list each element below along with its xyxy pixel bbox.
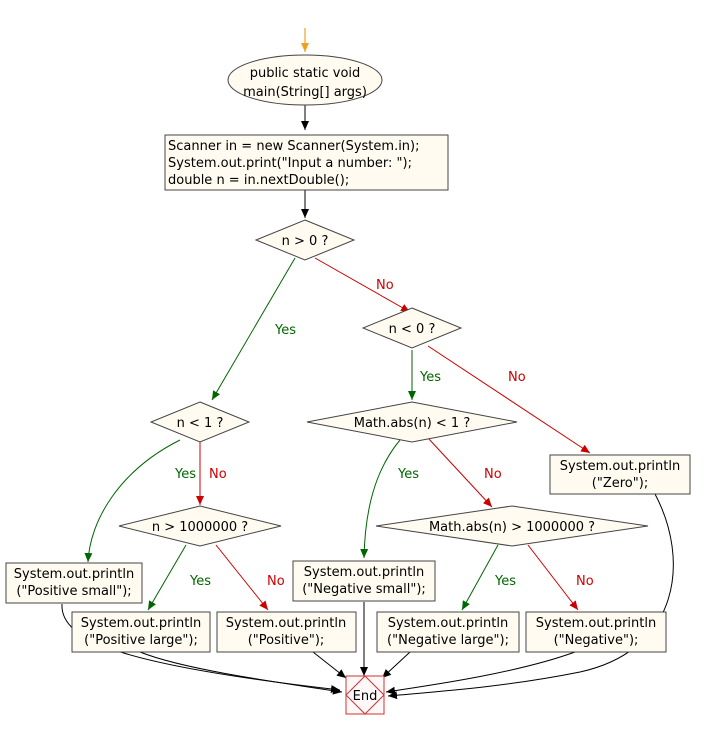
node-print-negative-small: System.out.println ("Negative small"); [292, 560, 436, 602]
label-dlt1-no: No [209, 467, 227, 482]
label-dpos-no: No [376, 278, 394, 293]
svg-text:("Negative");: ("Negative"); [554, 633, 639, 648]
label-dneg-yes: Yes [419, 370, 441, 385]
svg-text:System.out.println: System.out.println [81, 616, 201, 631]
node-print-negative: System.out.println ("Negative"); [525, 611, 667, 653]
label-dbig-yes: Yes [189, 574, 211, 589]
label-dabsbig-no: No [576, 574, 594, 589]
svg-text:End: End [353, 689, 378, 704]
svg-text:("Negative small");: ("Negative small"); [302, 582, 426, 597]
label-dabs1-no: No [484, 467, 502, 482]
svg-text:System.out.println: System.out.println [304, 565, 424, 580]
node-print-negative-large: System.out.println ("Negative large"); [376, 611, 520, 653]
node-decision-positive: n > 0 ? [254, 219, 356, 261]
edge-dbig-no [215, 544, 269, 611]
svg-text:public static void: public static void [250, 66, 361, 81]
edge-dlt1-yes [84, 439, 181, 563]
node-init: Scanner in = new Scanner(System.in); Sys… [164, 134, 449, 191]
edge-dabs1-yes [360, 439, 401, 559]
svg-text:n > 0 ?: n > 0 ? [282, 234, 329, 249]
node-print-positive-small: System.out.println ("Positive small"); [5, 562, 143, 604]
edge-pos-end [312, 651, 347, 679]
edge-dabsbig-yes [461, 544, 499, 611]
svg-text:Math.abs(n) < 1 ?: Math.abs(n) < 1 ? [354, 416, 471, 431]
svg-text:n < 1 ?: n < 1 ? [177, 416, 224, 431]
edge-neglarge-end [381, 651, 411, 679]
svg-text:("Positive small");: ("Positive small"); [16, 584, 131, 599]
node-decision-less-than-one: n < 1 ? [149, 401, 251, 443]
svg-text:System.out.println: System.out.println [388, 616, 508, 631]
edges [61, 28, 674, 700]
svg-text:("Zero");: ("Zero"); [592, 476, 648, 491]
edge-dneg-no [427, 345, 591, 454]
svg-text:n > 1000000 ?: n > 1000000 ? [152, 520, 248, 535]
node-decision-abs-greater-than-million: Math.abs(n) > 1000000 ? [375, 505, 649, 547]
label-dabsbig-yes: Yes [494, 574, 516, 589]
node-start: public static void main(String[] args) [227, 54, 383, 106]
node-print-positive-large: System.out.println ("Positive large"); [71, 611, 211, 653]
label-dneg-no: No [508, 370, 526, 385]
edge-poslarge-end [139, 651, 343, 695]
svg-text:System.out.println: System.out.println [226, 616, 346, 631]
edge-dabs1-no [427, 437, 493, 508]
node-decision-negative: n < 0 ? [361, 307, 463, 349]
edge-zero-end [387, 493, 674, 700]
label-dbig-no: No [267, 574, 285, 589]
edge-labels: Yes No Yes No Yes No Yes No Yes No Yes N… [174, 278, 594, 589]
node-print-positive: System.out.println ("Positive"); [216, 611, 357, 653]
svg-text:System.out.println: System.out.println [560, 459, 680, 474]
svg-text:("Positive large");: ("Positive large"); [84, 633, 198, 648]
node-decision-abs-less-than-one: Math.abs(n) < 1 ? [306, 401, 518, 443]
label-dlt1-yes: Yes [174, 467, 196, 482]
svg-text:("Negative large");: ("Negative large"); [387, 633, 509, 648]
svg-text:Scanner in = new Scanner(Syste: Scanner in = new Scanner(System.in); [168, 139, 420, 154]
svg-text:System.out.println: System.out.println [14, 567, 134, 582]
svg-text:System.out.print("Input a numb: System.out.print("Input a number: "); [168, 156, 412, 171]
edge-dbig-yes [147, 544, 187, 611]
node-end: End [345, 675, 385, 715]
svg-text:System.out.println: System.out.println [536, 616, 656, 631]
edge-dpos-yes [211, 257, 296, 401]
label-dabs1-yes: Yes [397, 467, 419, 482]
edge-dpos-no [314, 257, 411, 313]
svg-text:double n = in.nextDouble();: double n = in.nextDouble(); [168, 173, 349, 188]
svg-text:main(String[] args): main(String[] args) [243, 85, 367, 100]
svg-text:Math.abs(n) > 1000000 ?: Math.abs(n) > 1000000 ? [429, 520, 595, 535]
label-dpos-yes: Yes [274, 323, 296, 338]
edge-dabsbig-no [527, 544, 579, 611]
svg-text:("Positive");: ("Positive"); [248, 633, 325, 648]
edge-neg-end [385, 651, 576, 695]
svg-text:n < 0 ?: n < 0 ? [389, 322, 436, 337]
node-print-zero: System.out.println ("Zero"); [549, 454, 691, 495]
node-decision-greater-than-million: n > 1000000 ? [118, 505, 282, 547]
